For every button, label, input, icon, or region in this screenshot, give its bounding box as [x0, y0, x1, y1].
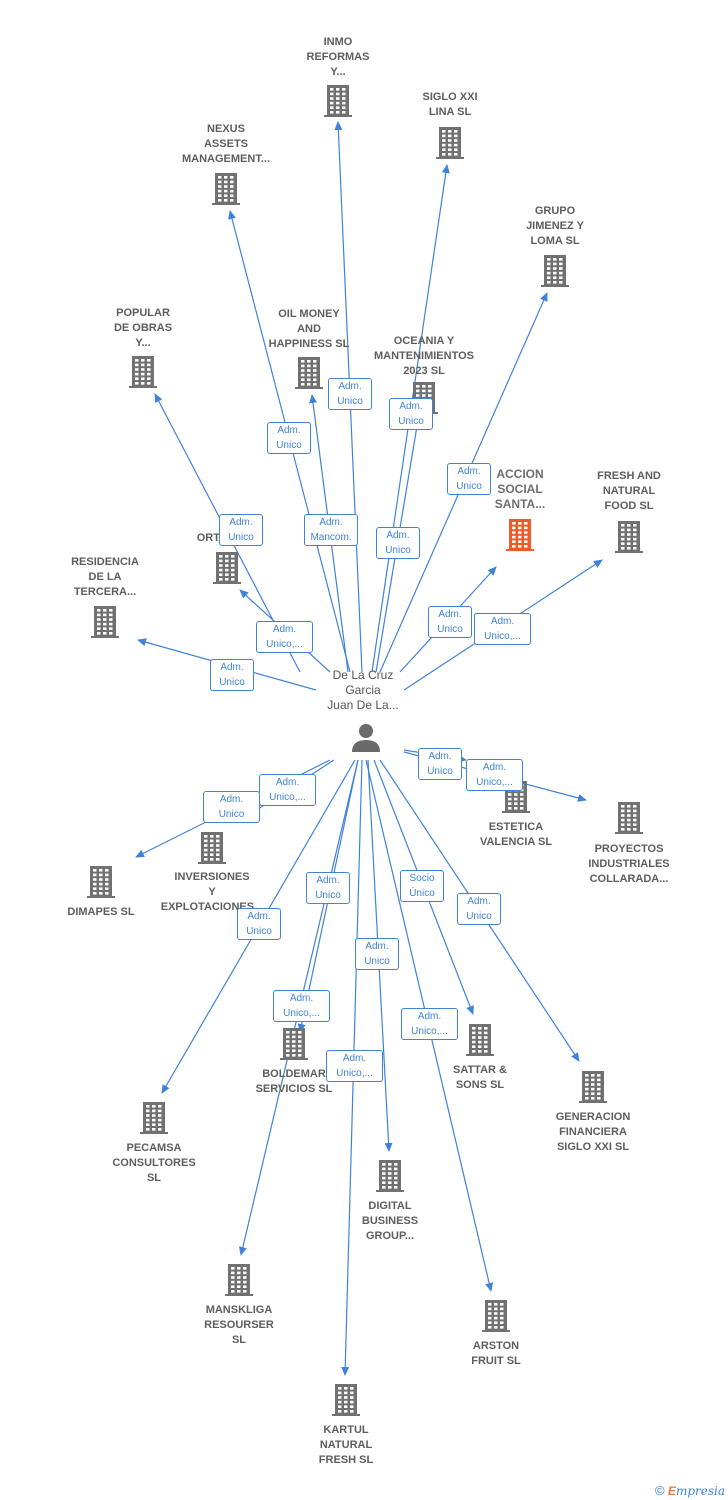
- building-icon[interactable]: [91, 606, 119, 638]
- company-label-mansk[interactable]: MANSKLIGA RESOURSER SL: [204, 1304, 274, 1346]
- role-badge-arston[interactable]: Adm. Unico,...: [401, 1008, 458, 1040]
- company-label-pecamsa[interactable]: PECAMSA CONSULTORES SL: [112, 1142, 196, 1184]
- role-badge-kartul[interactable]: Adm. Unico,...: [326, 1050, 383, 1082]
- nodes-layer: [87, 85, 643, 1416]
- building-icon[interactable]: [140, 1102, 168, 1134]
- company-label-oil[interactable]: OIL MONEY AND HAPPINESS SL: [268, 308, 350, 350]
- role-badge-fresh[interactable]: Adm. Unico,...: [474, 613, 531, 645]
- role-badge-oceania[interactable]: Adm. Unico: [376, 527, 420, 559]
- role-badge-ortigo[interactable]: Adm. Unico,...: [256, 621, 313, 653]
- building-icon[interactable]: [466, 1024, 494, 1056]
- company-label-dimapes[interactable]: DIMAPES SL: [67, 906, 135, 918]
- role-badge-popular[interactable]: Adm. Unico: [219, 514, 263, 546]
- role-badge-residencia[interactable]: Adm. Unico: [210, 659, 254, 691]
- building-icon[interactable]: [506, 519, 534, 551]
- company-label-oceania[interactable]: OCEANIA Y MANTENIMIENTOS 2023 SL: [373, 335, 475, 377]
- role-badge-generacion[interactable]: Adm. Unico: [457, 893, 501, 925]
- role-badge-inversiones[interactable]: Adm. Unico,...: [259, 774, 316, 806]
- building-icon[interactable]: [541, 255, 569, 287]
- company-label-inmo[interactable]: INMO REFORMAS Y...: [306, 36, 370, 78]
- building-icon[interactable]: [280, 1028, 308, 1060]
- role-badge-accion[interactable]: Adm. Unico: [428, 606, 472, 638]
- building-icon[interactable]: [225, 1264, 253, 1296]
- brand-initial: E: [667, 1484, 676, 1498]
- building-icon[interactable]: [376, 1160, 404, 1192]
- building-icon[interactable]: [436, 127, 464, 159]
- footer-brand: © Empresia: [655, 1483, 725, 1498]
- building-icon[interactable]: [198, 832, 226, 864]
- company-label-kartul[interactable]: KARTUL NATURAL FRESH SL: [318, 1424, 374, 1466]
- building-icon[interactable]: [579, 1071, 607, 1103]
- building-icon[interactable]: [87, 866, 115, 898]
- role-badge-boldemar[interactable]: Adm. Unico: [306, 872, 350, 904]
- person-icon[interactable]: [352, 724, 380, 752]
- role-badge-oil[interactable]: Adm. Mancom.: [304, 514, 358, 546]
- role-badge-proyectos[interactable]: Adm. Unico,...: [466, 759, 523, 791]
- company-label-digital[interactable]: DIGITAL BUSINESS GROUP...: [361, 1200, 419, 1242]
- company-label-fresh[interactable]: FRESH AND NATURAL FOOD SL: [597, 470, 661, 512]
- building-icon[interactable]: [212, 173, 240, 205]
- company-label-generacion[interactable]: GENERACION FINANCIERA SIGLO XXI SL: [555, 1111, 631, 1153]
- company-label-siglo[interactable]: SIGLO XXI LINA SL: [422, 91, 478, 118]
- role-badge-digital[interactable]: Adm. Unico: [355, 938, 399, 970]
- role-badge-grupo[interactable]: Adm. Unico: [447, 463, 491, 495]
- person-name-label[interactable]: De La Cruz Garcia Juan De La...: [327, 668, 399, 712]
- company-label-boldemar[interactable]: BOLDEMAR SERVICIOS SL: [255, 1068, 333, 1095]
- company-label-sattar[interactable]: SATTAR & SONS SL: [453, 1064, 507, 1091]
- company-label-residencia[interactable]: RESIDENCIA DE LA TERCERA...: [71, 556, 139, 598]
- role-badge-siglo[interactable]: Adm. Unico: [389, 398, 433, 430]
- building-icon[interactable]: [615, 521, 643, 553]
- role-badge-dimapes[interactable]: Adm. Unico: [203, 791, 260, 823]
- company-label-popular[interactable]: POPULAR DE OBRAS Y...: [113, 307, 173, 349]
- building-icon[interactable]: [324, 85, 352, 117]
- role-badge-pecamsa[interactable]: Adm. Unico: [237, 908, 281, 940]
- building-icon[interactable]: [213, 552, 241, 584]
- role-badge-nexus[interactable]: Adm. Unico: [267, 422, 311, 454]
- company-label-nexus[interactable]: NEXUS ASSETS MANAGEMENT...: [182, 123, 270, 165]
- company-label-proyectos[interactable]: PROYECTOS INDUSTRIALES COLLARADA...: [588, 843, 670, 885]
- role-badge-mansk[interactable]: Adm. Unico,...: [273, 990, 330, 1022]
- role-badge-estetica[interactable]: Adm. Unico: [418, 748, 462, 780]
- brand-name: mpresia: [675, 1484, 725, 1498]
- role-badge-inmo[interactable]: Adm. Unico: [328, 378, 372, 410]
- company-label-arston[interactable]: ARSTON FRUIT SL: [471, 1340, 521, 1367]
- company-label-accion[interactable]: ACCION SOCIAL SANTA...: [494, 467, 546, 511]
- copyright-symbol: ©: [654, 1483, 665, 1498]
- company-label-estetica[interactable]: ESTETICA VALENCIA SL: [479, 821, 553, 848]
- building-icon[interactable]: [615, 802, 643, 834]
- building-icon[interactable]: [295, 357, 323, 389]
- building-icon[interactable]: [332, 1384, 360, 1416]
- role-badge-sattar[interactable]: Socio Único: [400, 870, 444, 902]
- building-icon[interactable]: [129, 356, 157, 388]
- company-label-grupo[interactable]: GRUPO JIMENEZ Y LOMA SL: [526, 205, 584, 247]
- building-icon[interactable]: [482, 1300, 510, 1332]
